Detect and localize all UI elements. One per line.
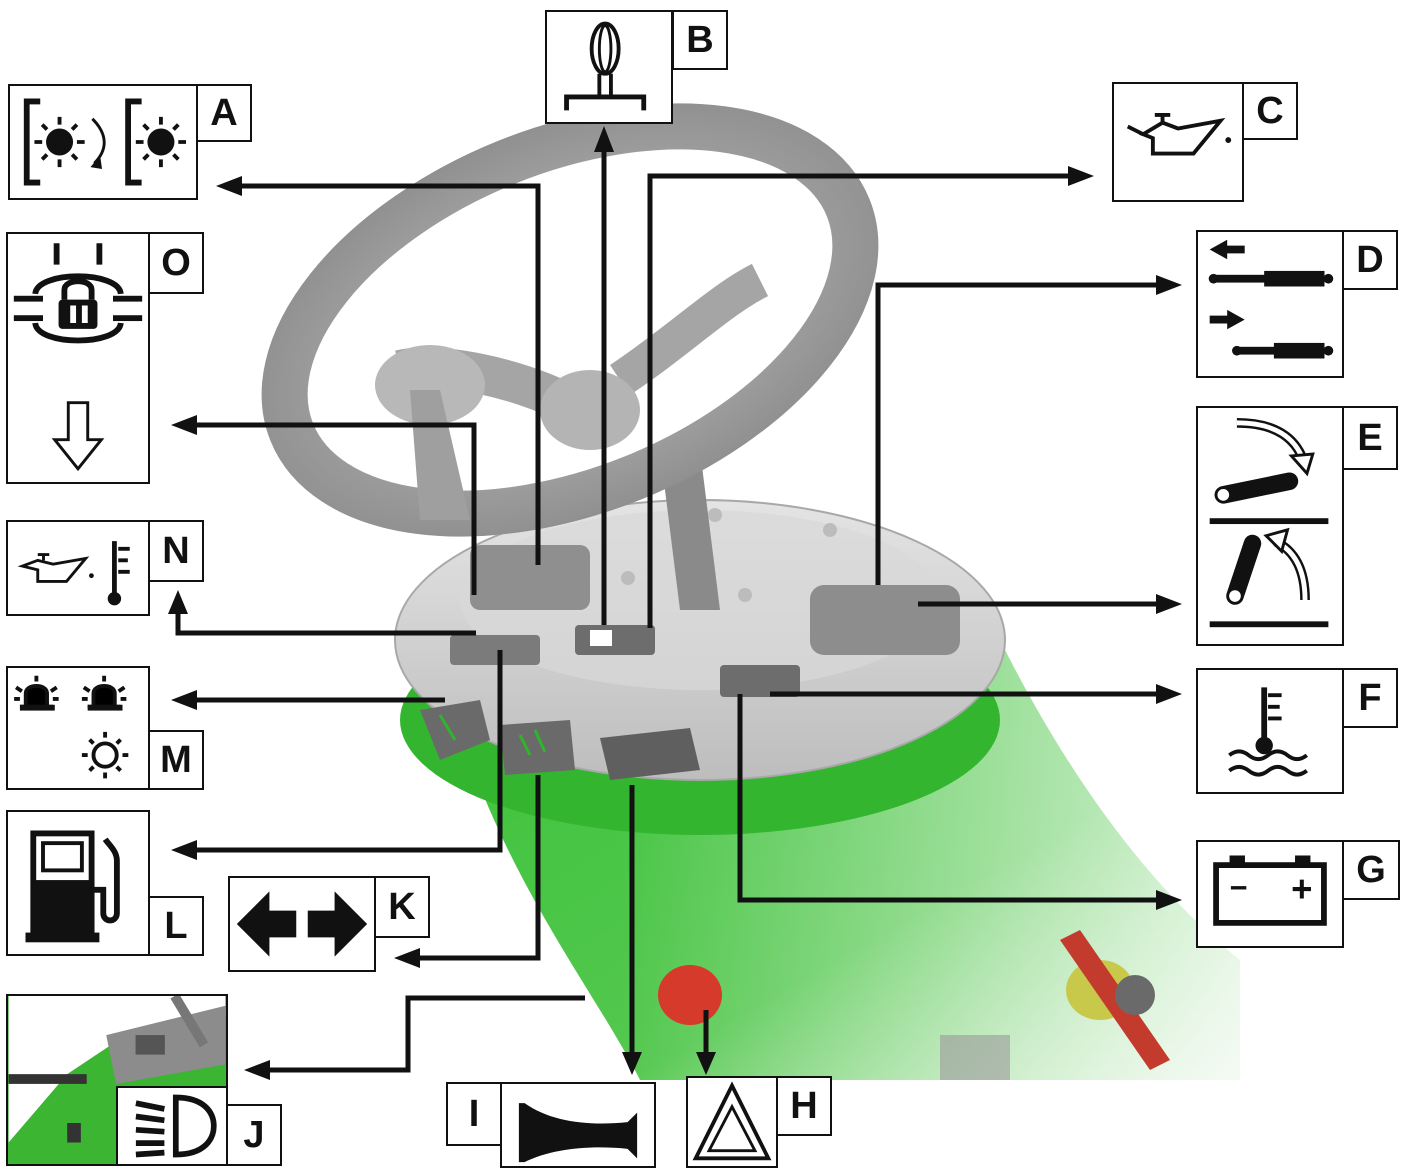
- label-b: B: [672, 10, 728, 70]
- label-c: C: [1242, 82, 1298, 140]
- oil-temperature-icon: [17, 541, 130, 606]
- hazard-warning-icon: [692, 1081, 772, 1161]
- label-k: K: [374, 876, 430, 938]
- label-e: E: [1342, 406, 1398, 470]
- icon-box-m: [6, 666, 150, 790]
- icon-box-c: [1112, 82, 1244, 202]
- headlight-icon: [135, 1094, 217, 1158]
- battery-plus: +: [1291, 869, 1312, 910]
- label-m: M: [148, 730, 204, 790]
- icon-box-b: [545, 10, 673, 124]
- label-o: O: [148, 232, 204, 294]
- icon-box-f: [1196, 668, 1344, 794]
- fuel-icon: [25, 830, 120, 943]
- hydraulic-cylinder-icon: [1208, 239, 1334, 359]
- icon-box-e: [1196, 406, 1344, 646]
- oil-pressure-icon: [1126, 113, 1232, 156]
- icon-box-h: [686, 1076, 778, 1168]
- battery-minus: −: [1230, 870, 1248, 905]
- icon-box-n: [6, 520, 150, 616]
- label-l: L: [148, 896, 204, 956]
- label-g: G: [1342, 840, 1400, 900]
- label-i: I: [446, 1082, 502, 1146]
- icon-box-l: [6, 810, 150, 956]
- horn-icon: [518, 1103, 638, 1163]
- label-h: H: [776, 1076, 832, 1136]
- arrow-heads: [168, 126, 1182, 1080]
- icon-box-o: [6, 232, 150, 484]
- icon-box-i: [500, 1082, 656, 1168]
- battery-icon: − +: [1213, 855, 1327, 926]
- work-lights-icon: [23, 98, 187, 186]
- console-switches: [420, 545, 960, 780]
- icon-box-j: [116, 1086, 228, 1166]
- glow-plug-icon: [564, 21, 647, 111]
- icon-box-k: [228, 876, 376, 972]
- beacon-icon: [14, 675, 129, 779]
- icon-box-a: [8, 84, 198, 200]
- coolant-temperature-icon: [1228, 687, 1309, 777]
- label-f: F: [1342, 668, 1398, 728]
- arm-raise-lower-icon: [1209, 418, 1329, 628]
- label-n: N: [148, 520, 204, 582]
- label-a: A: [196, 84, 252, 142]
- icon-box-g: − +: [1196, 840, 1344, 948]
- differential-lock-icon: [13, 243, 143, 472]
- leader-lines: [175, 140, 1170, 1073]
- icon-box-d: [1196, 230, 1344, 378]
- label-d: D: [1342, 230, 1398, 290]
- turn-signal-icon: [236, 891, 368, 957]
- label-j: J: [226, 1104, 282, 1166]
